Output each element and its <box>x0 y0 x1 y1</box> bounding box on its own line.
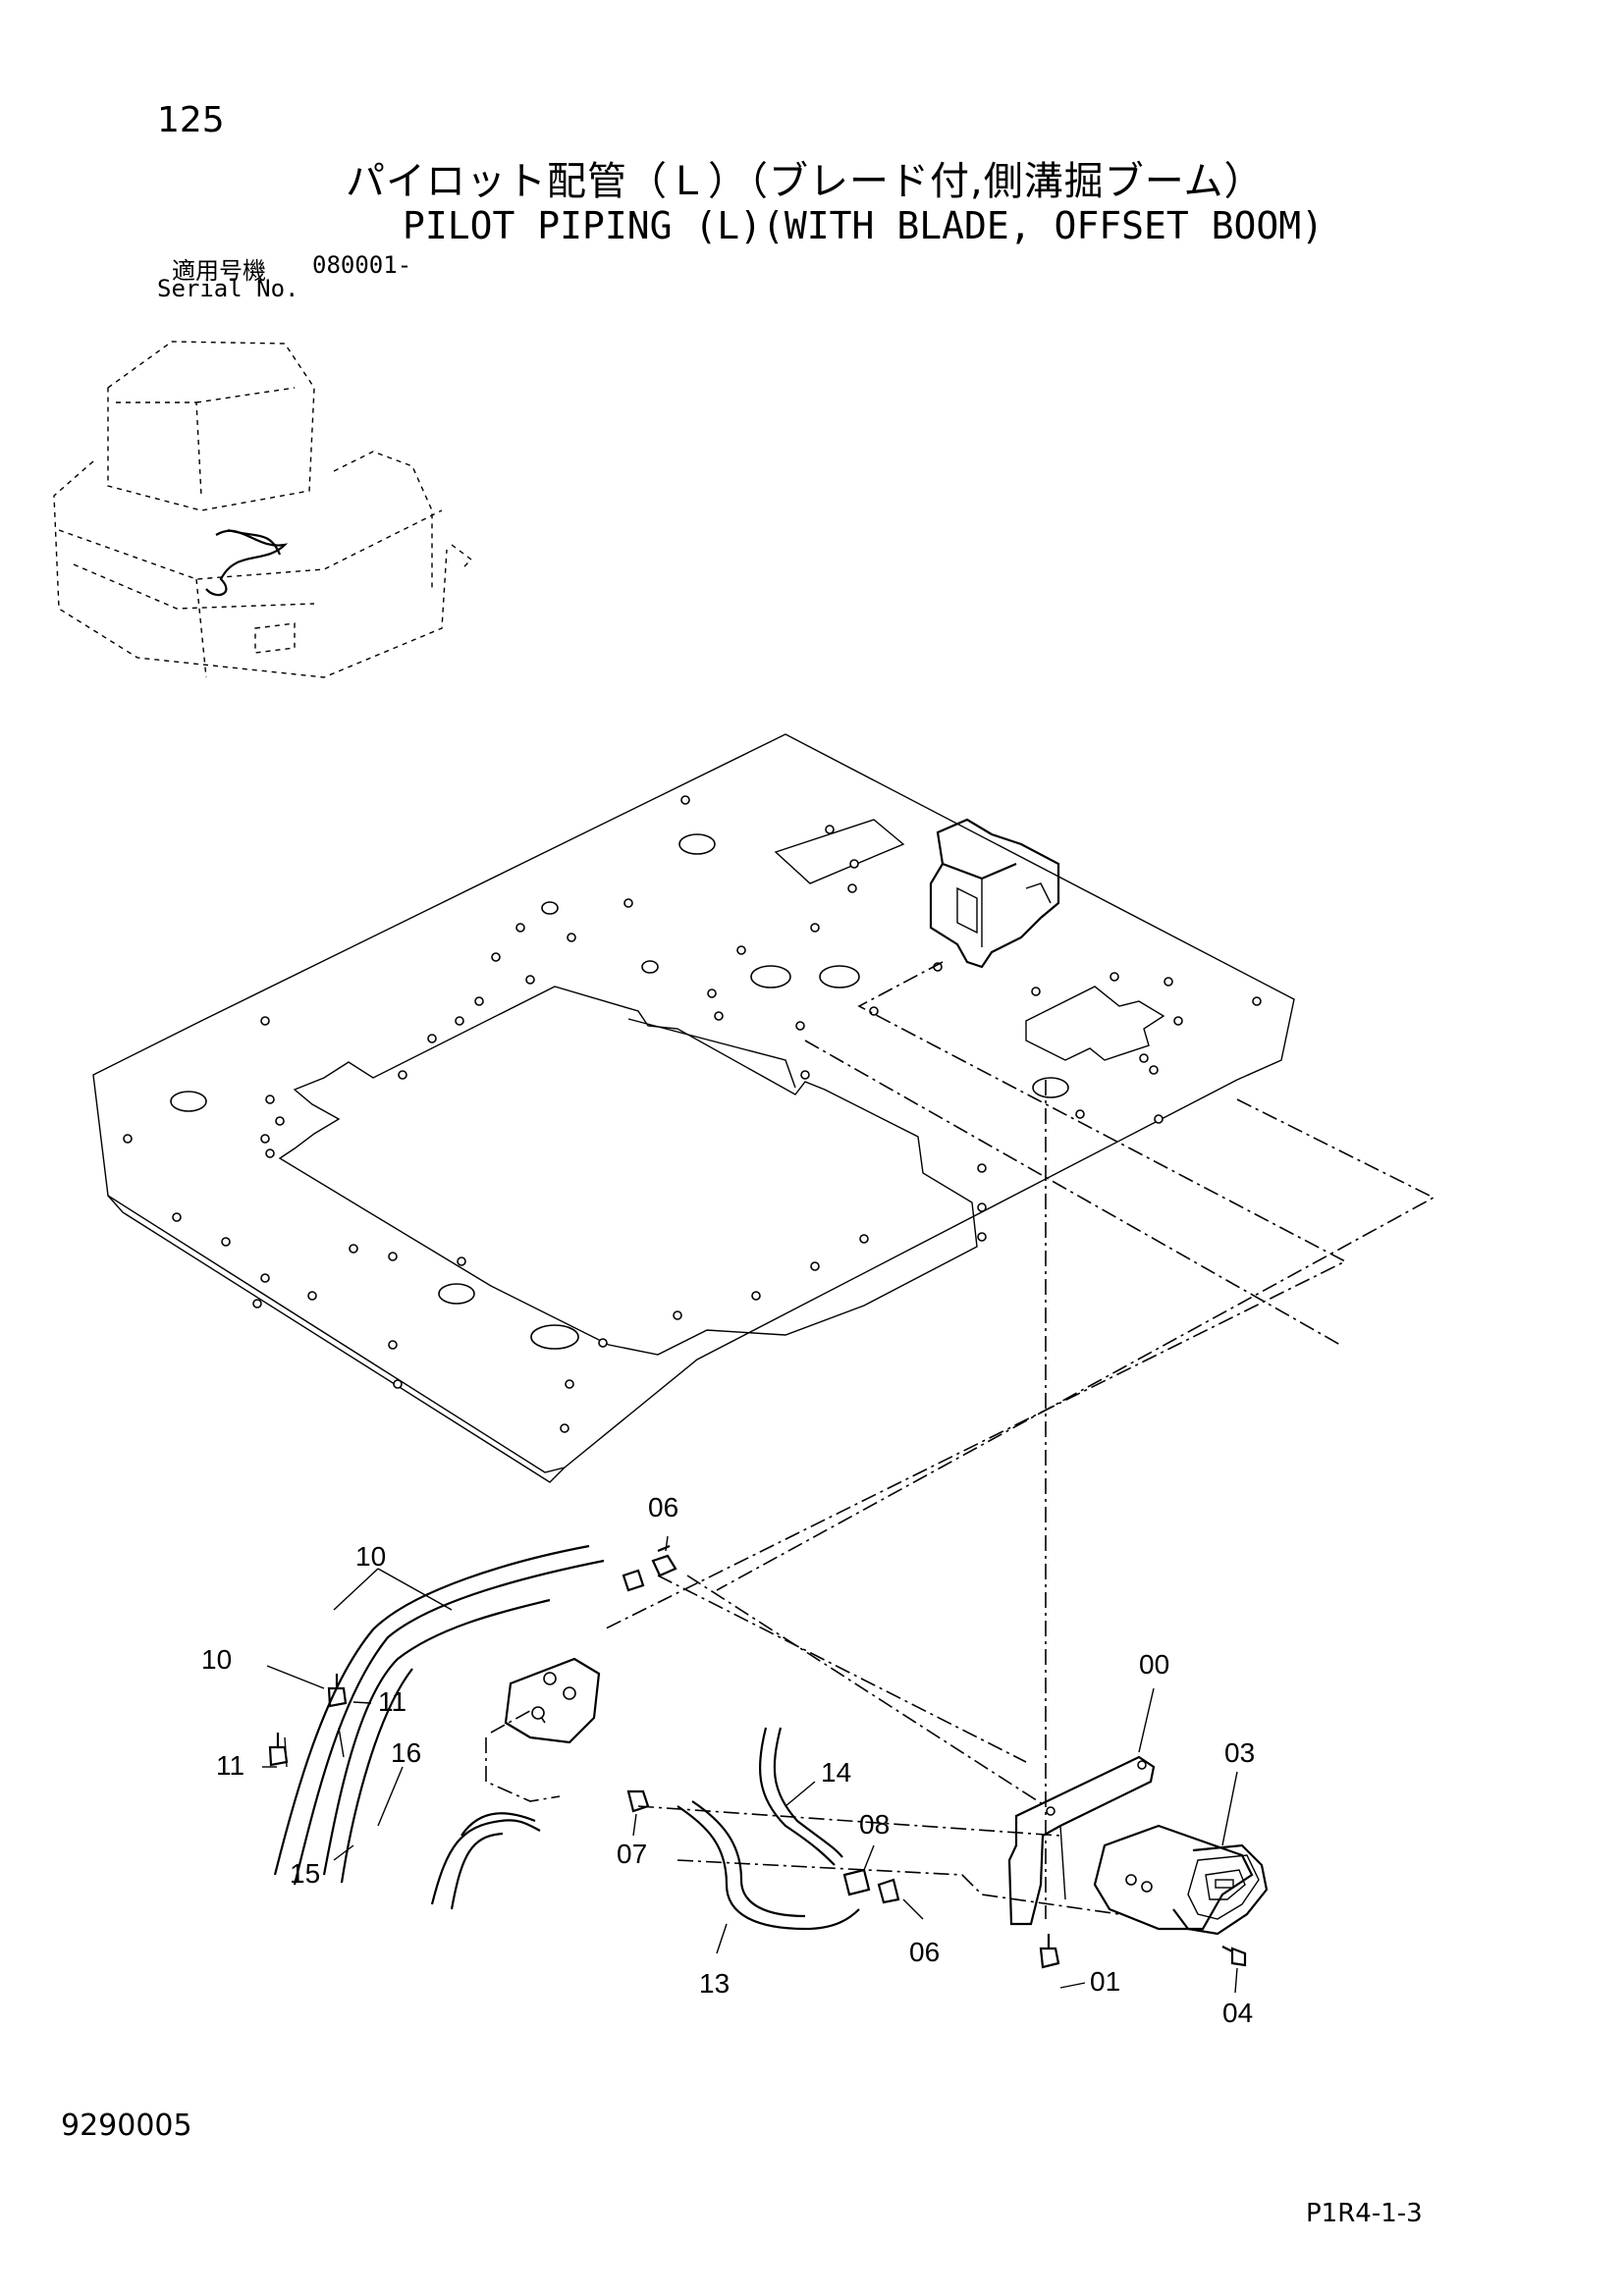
callout-11-left: 11 <box>216 1750 244 1781</box>
page-reference: P1R4-1-3 <box>1306 2199 1423 2228</box>
callout-15: 15 <box>290 1858 320 1889</box>
page-number: 125 <box>157 100 225 140</box>
serial-value: 080001- <box>312 251 412 279</box>
serial-label-english: Serial No. <box>157 275 299 302</box>
callout-labels: 00 01 03 04 06 06 07 08 10 10 11 11 13 1… <box>201 1492 1255 2028</box>
assembly-guide-lines <box>485 961 1435 1919</box>
callout-06-bottom: 06 <box>909 1937 940 1967</box>
callout-08: 08 <box>859 1809 890 1840</box>
callout-03: 03 <box>1224 1737 1255 1768</box>
callout-10-top: 10 <box>355 1541 386 1572</box>
bracket <box>1007 1755 1156 1926</box>
callout-01: 01 <box>1090 1966 1120 1997</box>
document-number: 9290005 <box>61 2109 192 2143</box>
serial-label-japanese: 適用号機 <box>172 257 266 285</box>
callout-13: 13 <box>699 1968 730 1999</box>
machine-overview-illustration <box>53 341 473 678</box>
callout-14: 14 <box>821 1757 851 1788</box>
callout-04: 04 <box>1222 1998 1253 2028</box>
callout-10-left: 10 <box>201 1644 232 1675</box>
switch-box-on-plate <box>929 818 1060 969</box>
callout-06-top: 06 <box>648 1492 678 1522</box>
hoses <box>273 1544 860 1931</box>
fittings <box>504 1544 900 1904</box>
switch-unit <box>1093 1824 1269 1936</box>
callout-11-right: 11 <box>378 1686 406 1717</box>
callout-07: 07 <box>617 1839 647 1869</box>
leader-lines <box>262 1535 1238 1994</box>
floor-plate <box>92 733 1295 1483</box>
page-title-english: PILOT PIPING (L)(WITH BLADE, OFFSET BOOM… <box>403 204 1324 247</box>
page-title-japanese: パイロット配管（Ｌ）（ブレード付,側溝掘ブーム） <box>346 159 1265 204</box>
screws <box>268 1674 1247 1969</box>
callout-16: 16 <box>391 1737 421 1768</box>
callout-00: 00 <box>1139 1649 1169 1680</box>
